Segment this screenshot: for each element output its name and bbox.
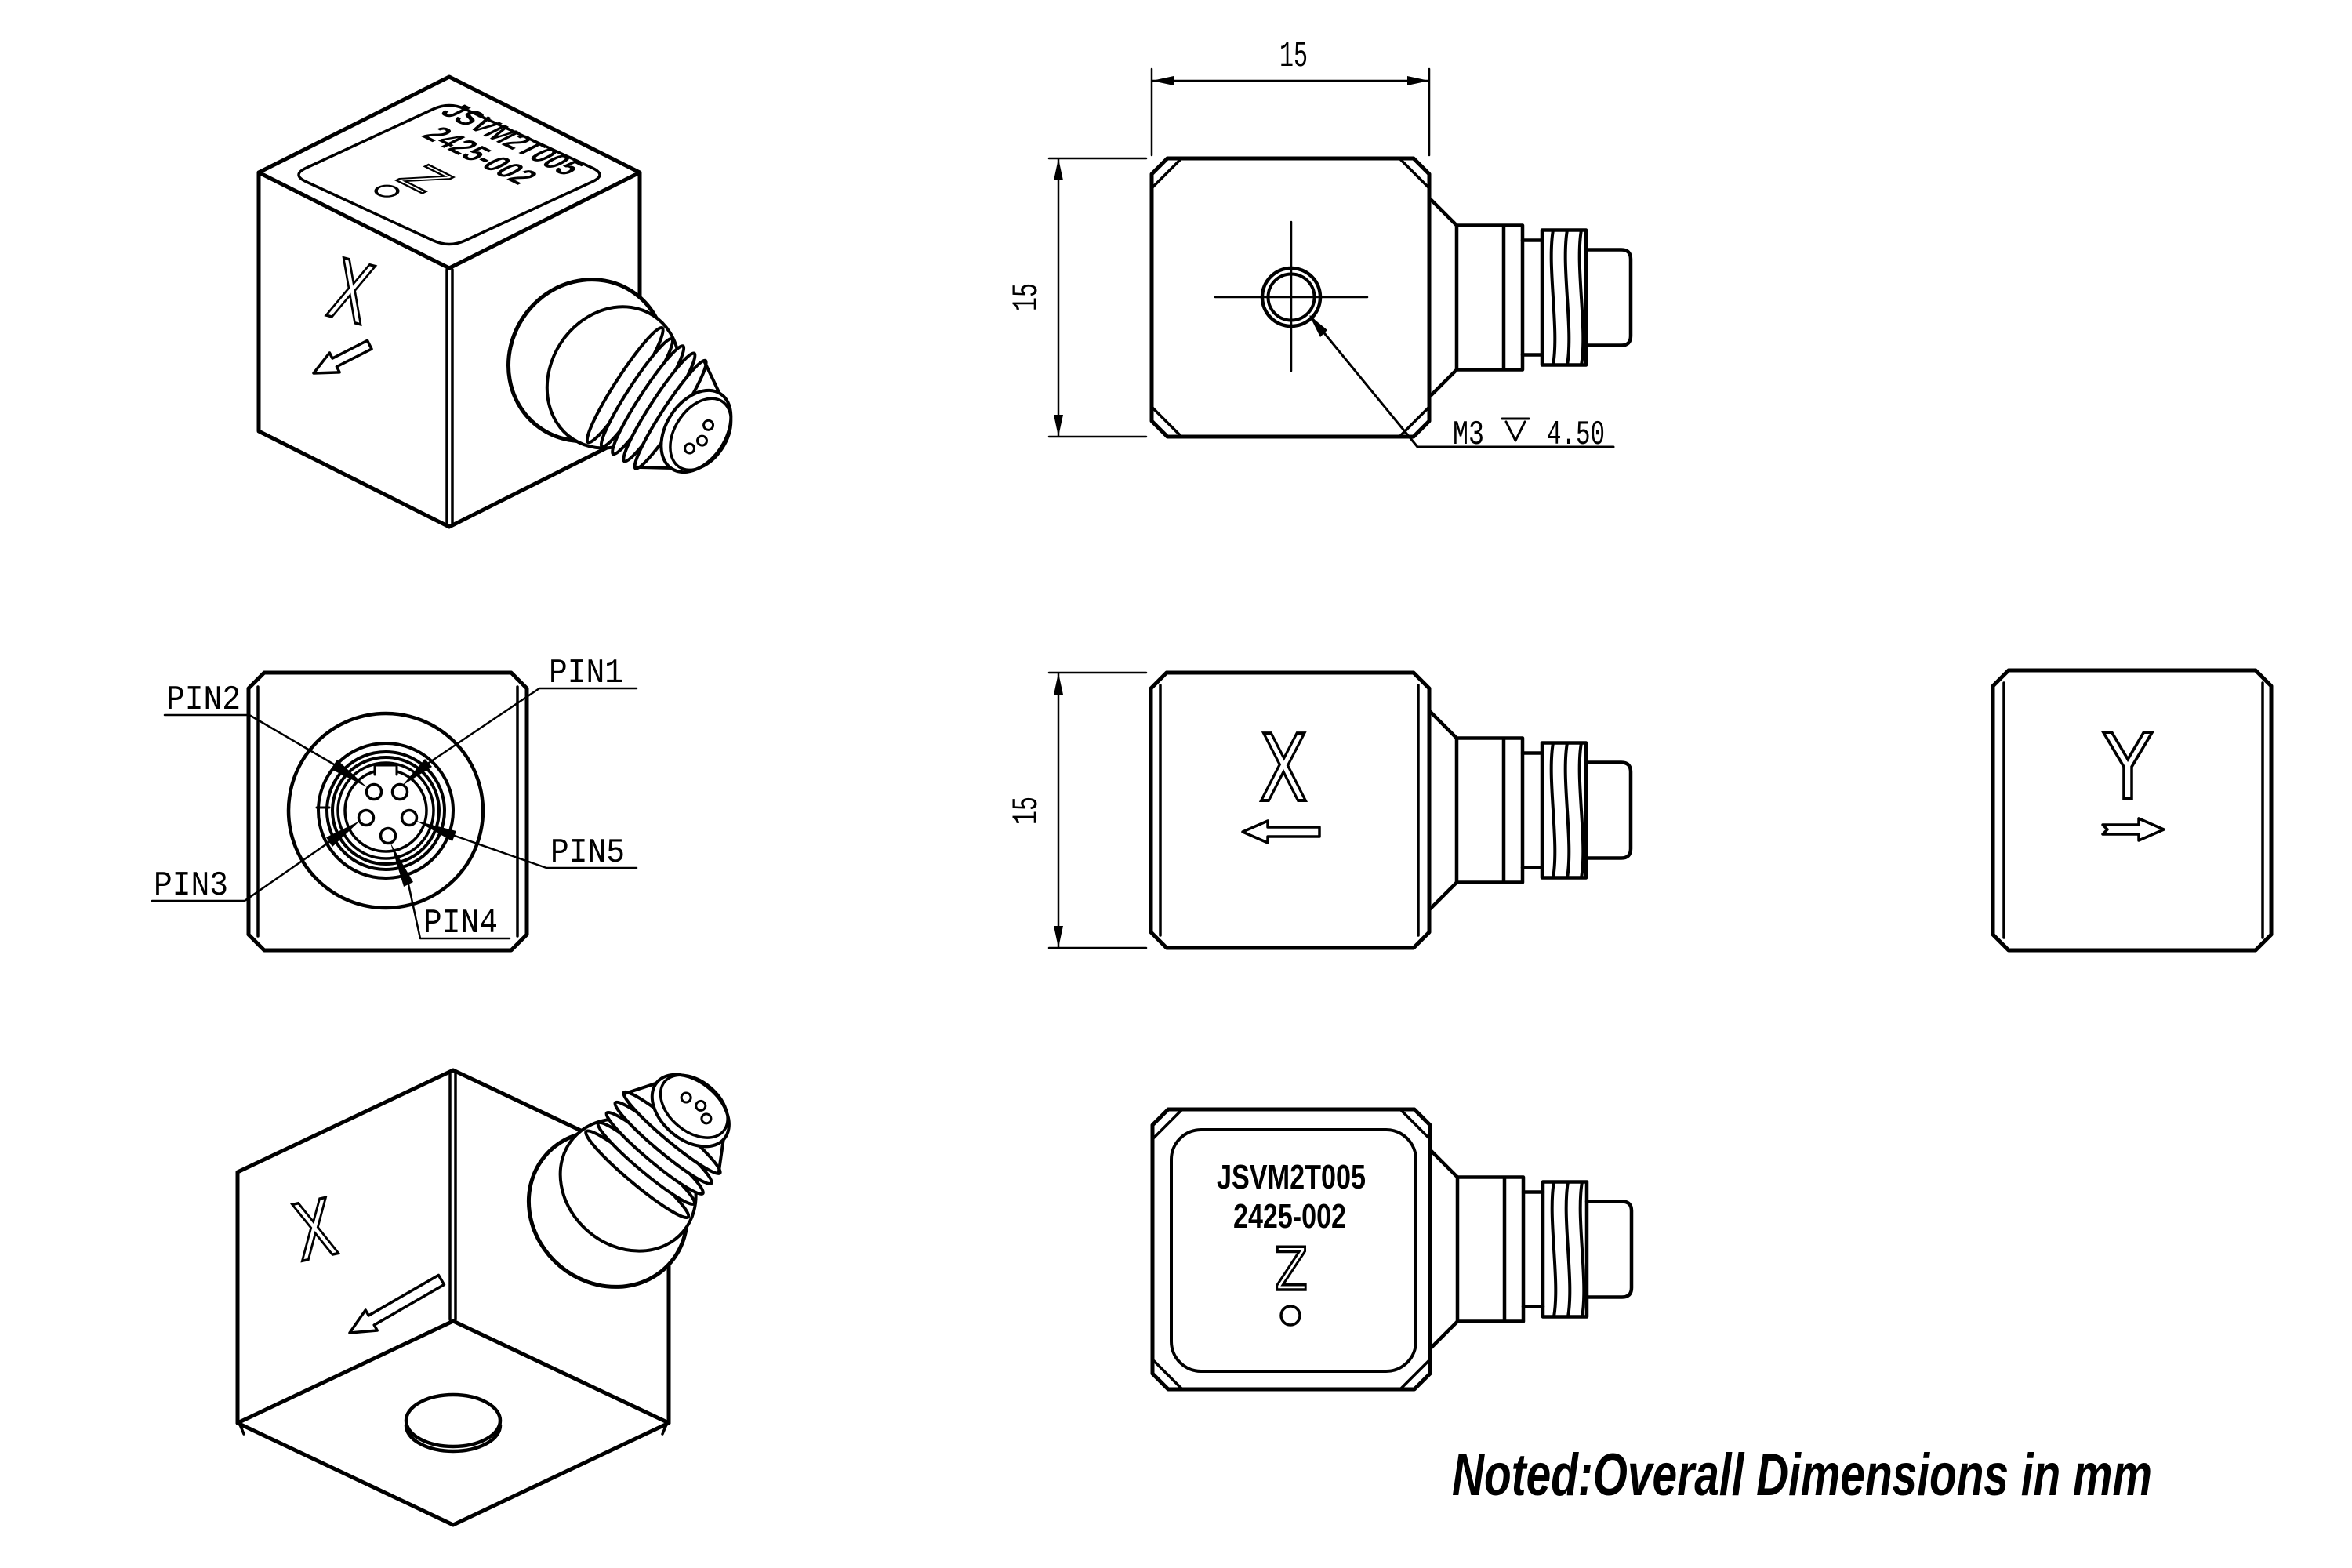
iso-bottom-x-arrow-icon: [348, 1273, 446, 1334]
axis-label-x-side: X: [1259, 714, 1308, 822]
connector-shell-circle: [336, 761, 435, 860]
top-view-body: [1149, 156, 1432, 439]
iso-z-dot: [374, 184, 400, 198]
iso-bottom-x-marking: X: [284, 1180, 346, 1281]
model-label: JSVM2T005: [1217, 1158, 1366, 1196]
hole-centerlines: [1214, 220, 1369, 372]
thread-depth-label: 4.50: [1547, 416, 1605, 455]
x-view-body: [1149, 670, 1432, 950]
dim-side-height-label: 15: [1007, 797, 1047, 825]
pin-label-5: PIN5: [550, 833, 625, 873]
iso-front-chamfer-edge: [445, 268, 454, 527]
pin-1: [390, 782, 409, 801]
iso-bottom-front-chamfer: [448, 1070, 457, 1321]
iso-bottom-face: [235, 1319, 671, 1527]
pin5-wedge: [416, 821, 456, 841]
serial-label: 2425-002: [1233, 1197, 1346, 1236]
iso-bottom-connector-tip: [650, 1073, 731, 1149]
iso-top-face: [256, 74, 642, 270]
pin-view-side-bands: [256, 685, 519, 938]
pin-view-body: [246, 670, 529, 953]
pin-label-2: PIN2: [166, 681, 241, 720]
bottom-mounting-hole: [404, 1392, 503, 1449]
pin-5: [400, 808, 419, 827]
iso-x-marking: X: [318, 240, 383, 345]
dim-top-width: 15: [1150, 36, 1431, 157]
bottom-hole-lip: [404, 1423, 503, 1454]
connector-keyway-notch: [373, 764, 398, 776]
x-direction-arrow-icon: [312, 339, 373, 375]
pin2-wedge: [331, 760, 367, 787]
connector-flange-circle: [317, 742, 455, 880]
leader-arrowhead: [1309, 315, 1327, 337]
pin3-wedge: [326, 821, 360, 847]
pin-label-1: PIN1: [549, 654, 623, 693]
connector-side-profile-z: [1430, 1150, 1632, 1349]
iso-bottom-connector: [526, 1073, 731, 1289]
depth-symbol-icon: [1501, 417, 1530, 442]
pin1-wedge: [402, 759, 432, 786]
z-view-body: [1150, 1107, 1432, 1392]
iso-bottom-axis-label-x: X: [285, 1181, 344, 1279]
view-front-z: JSVM2T005 2425-002 Z: [1150, 1107, 1632, 1392]
view-top: M3 4.50 15 15: [1007, 36, 1631, 455]
connector-side-profile-top: [1429, 198, 1631, 397]
iso-top-engraved-panel: [297, 103, 601, 246]
pin3-leader: [151, 840, 331, 902]
iso-connector-tip: [659, 388, 733, 474]
iso-axis-label-x: X: [319, 241, 382, 344]
view-pin-face: PIN2 PIN1 PIN3 PIN5 PIN4: [151, 654, 638, 953]
connector-boot-circle: [286, 711, 485, 910]
axis-label-z-front: Z: [1275, 1235, 1308, 1304]
thread-size-label: M3: [1453, 416, 1484, 455]
dimensions-note: Noted:Overall Dimensions in mm: [1452, 1442, 2152, 1508]
pin4-leader: [407, 883, 511, 940]
pin2-leader: [163, 713, 336, 766]
y-view-side-bands: [2002, 681, 2264, 939]
connector-thread-circle: [325, 750, 446, 871]
pin1-leader: [427, 687, 638, 764]
x-view-side-bands: [1159, 684, 1420, 937]
hole-callout: M3 4.50: [1309, 315, 1615, 455]
pin-label-4: PIN4: [423, 904, 498, 943]
connector-collar-circle: [331, 756, 441, 866]
axis-label-y-side: Y: [2103, 715, 2153, 820]
dim-top-height: 15: [1007, 157, 1148, 438]
y-arrow-icon: [2101, 817, 2165, 842]
view-side-x: X 15: [1007, 670, 1631, 950]
x-arrow-icon: [1241, 819, 1321, 844]
dim-side-height: 15: [1007, 671, 1148, 949]
dim-top-width-label: 15: [1279, 36, 1308, 77]
iso-connector: [506, 278, 733, 474]
z-view-corner-chamfers: [1151, 1108, 1432, 1391]
z-dot: [1279, 1305, 1301, 1327]
connector-side-profile-x: [1429, 711, 1631, 910]
y-view-body: [1991, 668, 2274, 953]
pin4-wedge: [390, 843, 413, 887]
z-view-engraved-panel: [1170, 1128, 1417, 1373]
dim-top-height-label: 15: [1007, 283, 1047, 311]
view-side-y: Y: [1991, 668, 2274, 953]
view-iso-top: JSVM2T005 2425-002 Z X: [256, 74, 733, 529]
pin-3: [357, 808, 376, 827]
view-iso-bottom: X: [235, 1068, 731, 1527]
pin-2: [365, 782, 383, 801]
pin-4: [379, 826, 397, 845]
iso-bottom-corner-chamfers: [236, 1417, 670, 1436]
top-view-corner-chamfers: [1150, 157, 1431, 438]
pin5-leader: [453, 834, 638, 869]
pin-label-3: PIN3: [154, 866, 228, 906]
